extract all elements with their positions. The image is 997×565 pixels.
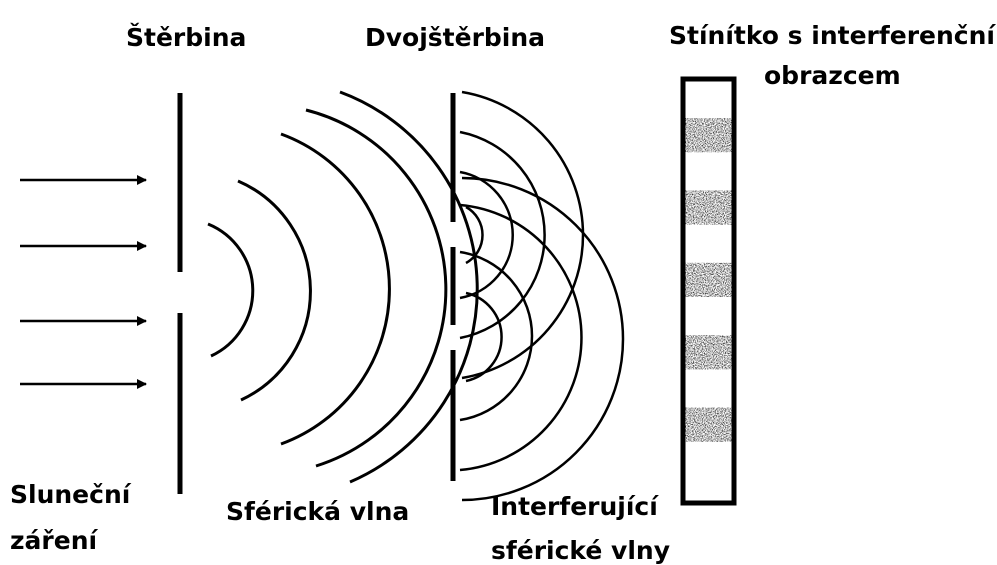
dark-band (685, 118, 732, 153)
lower-slit-arc (465, 291, 503, 383)
interference-bands (685, 118, 732, 442)
upper-slit-arc (461, 90, 585, 380)
spherical-wavefronts (207, 90, 479, 484)
wavefront-arc (237, 179, 312, 402)
lower-slit-arc (459, 203, 583, 472)
dark-band (685, 262, 732, 297)
upper-slit-arc (459, 170, 514, 300)
screen-frame (680, 76, 737, 506)
slit-label: Štěrbina (126, 22, 246, 52)
screen-label-line1: Stínítko s interferenční (669, 21, 996, 50)
sunlight-label-line2: záření (10, 526, 99, 555)
sunlight-label-line1: Sluneční (10, 480, 132, 509)
dark-band (685, 407, 732, 442)
interfering-label-line2: sférické vlny (491, 536, 670, 565)
interfering-label-line1: Interferující (491, 492, 659, 521)
wavefront-arc (280, 132, 391, 446)
screen-label-line2: obrazcem (764, 61, 901, 90)
interference-screen (680, 76, 737, 506)
lower-slit-arc (461, 176, 625, 502)
interfering-wavefronts (459, 90, 625, 502)
spherical-wave-label: Sférická vlna (226, 497, 409, 526)
dark-band (685, 335, 732, 370)
labels: Štěrbina Dvojštěrbina Stínítko s interfe… (10, 21, 996, 565)
wavefront-arc (339, 90, 479, 484)
wavefront-arc (305, 108, 448, 468)
upper-slit-arc (465, 205, 484, 265)
lower-slit-arc (459, 250, 534, 422)
wavefront-arc (207, 222, 255, 358)
dark-band (685, 190, 732, 225)
sunlight-rays (20, 175, 147, 389)
double-slit-label: Dvojštěrbina (365, 23, 545, 52)
